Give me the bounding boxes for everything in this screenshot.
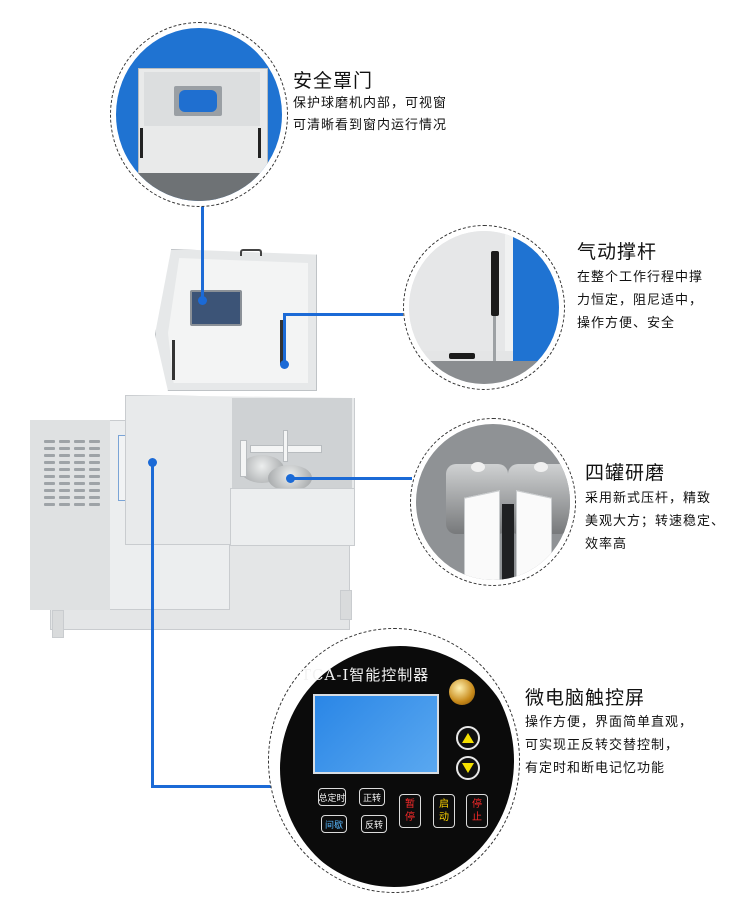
start-key[interactable]: 启 动: [433, 794, 455, 828]
connector-line-screen-v: [151, 462, 154, 787]
forward-key[interactable]: 正转: [359, 788, 385, 806]
strut-blue-background: [513, 231, 559, 366]
connector-line-cover: [201, 205, 204, 300]
interval-key[interactable]: 间歇: [321, 815, 347, 833]
callout-text-gas-strut: 在整个工作行程中撑: [577, 270, 704, 285]
pause-label-bottom: 停: [405, 812, 415, 823]
start-label-top: 启: [439, 799, 449, 810]
callout-text-four-jars: 效率高: [585, 537, 628, 552]
connector-line-screen-h: [151, 785, 273, 788]
cover-strut-right: [258, 128, 261, 158]
callout-text-gas-strut: 力恒定，阻尼适中，: [577, 293, 704, 308]
stop-label-bottom: 止: [472, 812, 482, 823]
clamp-arm-right: [516, 490, 552, 580]
speed-knob[interactable]: [449, 679, 475, 705]
jar-lid-knob-right: [534, 462, 548, 472]
callout-title-four-jars: 四罐研磨: [585, 462, 666, 484]
clamp-arm-left: [464, 490, 500, 580]
stop-key[interactable]: 停 止: [466, 794, 488, 828]
callout-text-four-jars: 采用新式压杆，精致: [585, 491, 712, 506]
callout-circle-safety-cover: [110, 22, 288, 207]
pause-key[interactable]: 暂 停: [399, 794, 421, 828]
controller-title: TCA-I智能控制器: [301, 666, 430, 684]
callout-title-gas-strut: 气动撑杆: [577, 241, 658, 263]
connector-dot-screen: [148, 458, 157, 467]
cover-strut-left: [140, 128, 143, 158]
callout-text-safety-cover: 保护球磨机内部，可视窗: [293, 96, 448, 111]
total-timer-key[interactable]: 总定时: [318, 788, 346, 806]
cabinet-vents: [44, 440, 104, 506]
reverse-key[interactable]: 反转: [361, 815, 387, 833]
machine-foot-left: [52, 610, 64, 638]
down-arrow-button[interactable]: [456, 756, 480, 780]
cover-window: [179, 90, 217, 112]
strut-floor: [409, 361, 559, 384]
connector-line-strut-v: [283, 313, 286, 363]
connector-dot-strut: [280, 360, 289, 369]
chamber-front-wall: [230, 488, 355, 546]
clamp-rod: [283, 430, 288, 462]
chamber-gap: [502, 504, 514, 580]
pause-label-top: 暂: [405, 799, 415, 810]
callout-title-safety-cover: 安全罩门: [293, 70, 374, 92]
callout-text-safety-cover: 可清晰看到窗内运行情况: [293, 118, 448, 133]
gas-strut-rod: [280, 320, 283, 365]
jar-lid-knob-left: [471, 462, 485, 472]
stop-label-top: 停: [472, 799, 482, 810]
start-label-bottom: 动: [439, 812, 449, 823]
gas-strut-piston: [493, 316, 496, 371]
connector-dot-cover: [198, 296, 207, 305]
cabinet-side: [30, 420, 110, 610]
viewing-window: [190, 290, 242, 326]
callout-text-gas-strut: 操作方便、安全: [577, 316, 676, 331]
gas-strut-rod: [172, 340, 175, 380]
clamp-frame: [240, 440, 247, 477]
callout-text-touch-screen: 可实现正反转交替控制，: [525, 738, 680, 753]
callout-text-touch-screen: 有定时和断电记忆功能: [525, 761, 666, 776]
up-arrow-button[interactable]: [456, 726, 480, 750]
down-arrow-icon: [462, 763, 474, 773]
strut-lid-edge: [505, 231, 513, 351]
forward-label: 正转: [362, 793, 381, 804]
lid-handle-icon[interactable]: [240, 249, 262, 256]
callout-title-touch-screen: 微电脑触控屏: [525, 687, 646, 709]
machine-foot-right: [340, 590, 352, 620]
cover-base-shadow: [136, 173, 276, 201]
total-timer-label: 总定时: [318, 793, 346, 804]
controller-lcd-screen: [313, 694, 439, 774]
connector-line-strut-h: [283, 313, 403, 316]
callout-text-four-jars: 美观大方；转速稳定、: [585, 514, 726, 529]
callout-circle-four-jars: [410, 418, 576, 586]
reverse-label: 反转: [364, 820, 383, 831]
strut-bracket: [449, 353, 475, 359]
callout-circle-gas-strut: [403, 225, 565, 390]
interval-label: 间歇: [324, 820, 343, 831]
callout-text-touch-screen: 操作方便，界面简单直观，: [525, 715, 694, 730]
up-arrow-icon: [462, 733, 474, 743]
connector-line-jars: [290, 477, 412, 480]
connector-dot-jars: [286, 474, 295, 483]
gas-strut-cylinder: [491, 251, 499, 316]
